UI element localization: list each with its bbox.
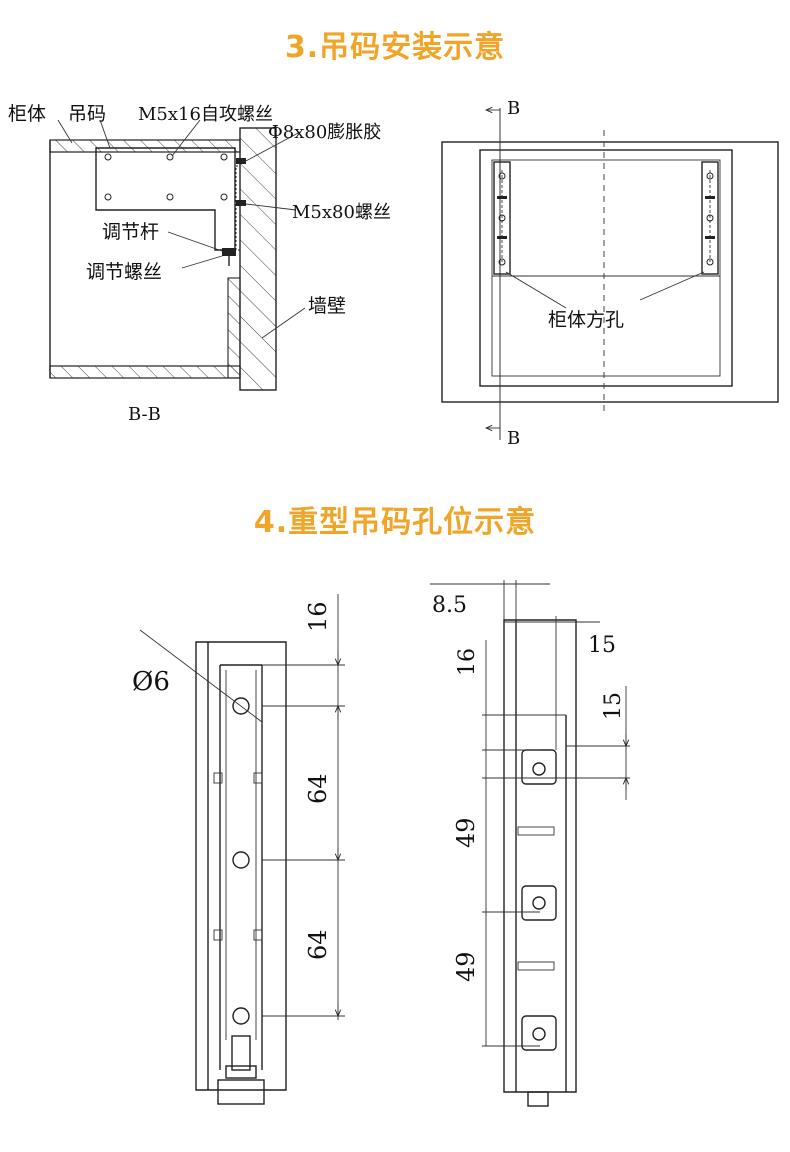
cabinet-top-board — [49, 139, 241, 153]
tab-hole-3 — [521, 1015, 557, 1051]
adjust-screw-nut — [217, 1079, 265, 1105]
adjust-screw-head — [222, 248, 236, 256]
hanger-left — [493, 161, 511, 275]
heavy-hanger-left-view: Ø6 16 64 64 — [132, 594, 345, 1105]
anchor-bolt-lower — [236, 200, 246, 206]
label-adjust-screw: 调节螺丝 — [86, 261, 162, 283]
cabinet-inner — [491, 159, 721, 377]
dim-span-64-b: 64 — [304, 929, 332, 960]
hanger-rail — [235, 165, 241, 251]
dim-top-16: 16 — [304, 601, 332, 632]
section-bb-view: 柜体 吊码 M5x16自攻螺丝 Φ8x80膨胀胶 M5x80螺丝 调节杆 调节螺… — [8, 103, 391, 425]
dim-8-5: 8.5 — [432, 593, 467, 618]
label-cabinet-square-hole: 柜体方孔 — [548, 309, 624, 331]
cabinet-bottom-board — [49, 365, 241, 379]
dim-hole-diameter: Ø6 — [132, 667, 170, 697]
bottom-screw — [527, 1091, 549, 1107]
dim-span-49-a: 49 — [452, 817, 480, 848]
cut-label-top: B — [507, 98, 520, 119]
dim-span-49-b: 49 — [452, 951, 480, 982]
mount-hole-1 — [232, 697, 250, 715]
adjust-screw-shaft — [231, 1035, 251, 1071]
hanger-plate — [95, 147, 236, 251]
heavy-hanger-right-view: 8.5 15 16 15 49 49 — [430, 580, 630, 1107]
cut-label-bottom: B — [507, 428, 520, 449]
hanger-side-body — [503, 619, 577, 1093]
section3-title: 3.吊码安装示意 — [284, 30, 506, 65]
dim-15-width: 15 — [588, 633, 616, 658]
dim-span-64-a: 64 — [304, 773, 332, 804]
label-anchor: Φ8x80膨胀胶 — [268, 122, 381, 143]
tab-hole-1 — [521, 749, 557, 785]
label-hanger: 吊码 — [68, 103, 106, 125]
label-screw-m5x16: M5x16自攻螺丝 — [138, 104, 273, 125]
cabinet-outer — [479, 149, 733, 387]
dim-top-16-right: 16 — [455, 648, 480, 676]
label-wall: 墙壁 — [308, 295, 346, 317]
mount-hole-3 — [232, 1007, 250, 1025]
m5x16-screw-dots — [104, 153, 228, 201]
label-section-bb: B-B — [128, 404, 161, 425]
label-adjust-rod: 调节杆 — [102, 221, 159, 243]
front-view: B B 柜体方孔 — [441, 98, 779, 449]
cabinet-back-panel — [227, 277, 241, 379]
dia-leader — [139, 629, 263, 723]
wall-outline — [441, 141, 779, 403]
label-screw-m5x80: M5x80螺丝 — [292, 202, 391, 223]
hanger-body — [195, 641, 287, 1091]
section4-title: 4.重型吊码孔位示意 — [253, 505, 537, 540]
tab-hole-2 — [521, 885, 557, 921]
anchor-bolt-upper — [236, 158, 246, 164]
wall-section — [239, 127, 277, 391]
mount-hole-2 — [232, 851, 250, 869]
dim-top-15-right: 15 — [601, 692, 626, 720]
label-cabinet: 柜体 — [8, 103, 46, 125]
hanger-right — [701, 161, 719, 275]
